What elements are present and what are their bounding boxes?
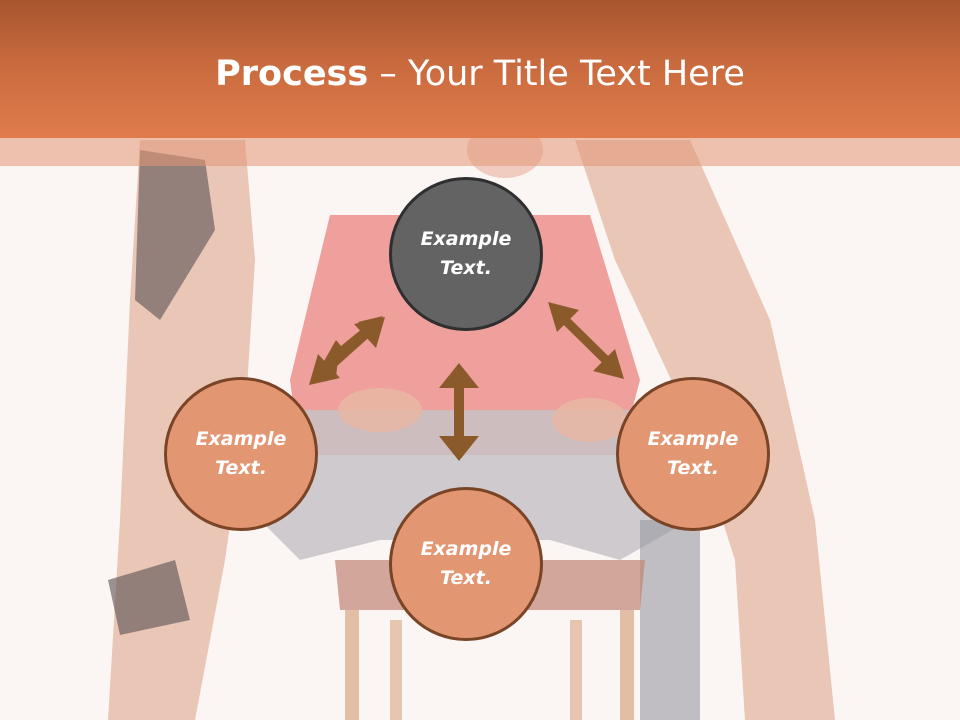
double-arrow-icon <box>439 363 479 461</box>
title-header <box>0 0 960 138</box>
process-node-left[interactable]: Example Text. <box>164 377 318 531</box>
header-band <box>0 138 960 166</box>
title-bold: Process <box>215 54 369 94</box>
title-rest: – Your Title Text Here <box>368 54 745 94</box>
double-arrow-icon <box>548 302 624 379</box>
slide-title: Process – Your Title Text Here <box>0 52 960 96</box>
double-arrow-icon <box>309 317 385 385</box>
process-node-top[interactable]: Example Text. <box>389 177 543 331</box>
process-node-bottom[interactable]: Example Text. <box>389 487 543 641</box>
process-node-right[interactable]: Example Text. <box>616 377 770 531</box>
